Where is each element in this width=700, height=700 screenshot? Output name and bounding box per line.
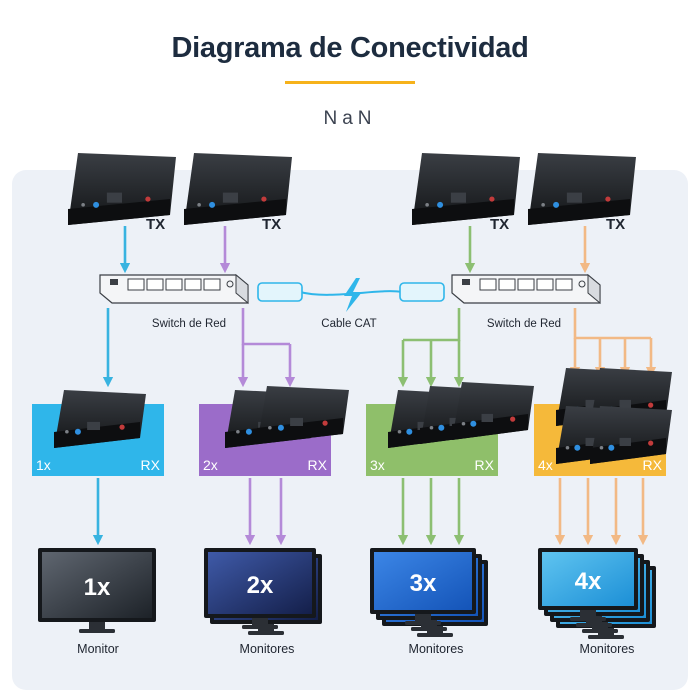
rx-device-2-2	[257, 386, 349, 444]
rx-group-2: 2x RX	[199, 386, 349, 476]
rx-group-3: 3x RX	[366, 382, 534, 476]
monitor-1-1	[38, 548, 156, 633]
monitor-groups: 1xMonitor2xMonitores3xMonitores4xMonitor…	[38, 548, 656, 656]
rx-count-label-3: 3x	[370, 457, 385, 473]
tx-device-3	[412, 153, 520, 225]
rx-label-4: RX	[643, 457, 663, 473]
page-subtitle: NaN	[323, 108, 377, 129]
rx-group-4: 4x RX	[534, 368, 672, 476]
tx-label-1: TX	[146, 216, 165, 233]
tx-device-2	[184, 153, 292, 225]
monitor-screen-label-4: 4x	[575, 568, 602, 595]
rx-group-1: 1x RX	[32, 390, 164, 476]
switch-right	[451, 273, 601, 305]
rx-device-1-1	[54, 390, 146, 448]
rx-count-label-4: 4x	[538, 457, 553, 473]
switches: Switch de Red Switch de Red Cable CAT	[99, 273, 601, 330]
rx-device-3-3	[452, 382, 534, 440]
title-underline	[285, 81, 415, 84]
monitor-screen-label-2: 2x	[247, 572, 274, 599]
tx-label-2: TX	[262, 216, 281, 233]
switch-right-label: Switch de Red	[487, 318, 561, 330]
page-title: Diagrama de Conectividad	[171, 32, 529, 64]
switch-left	[99, 273, 249, 305]
monitor-screen-label-3: 3x	[410, 570, 437, 597]
transmitters: TX TX TX TX	[68, 153, 636, 233]
switch-left-label: Switch de Red	[152, 318, 226, 330]
cat-cable	[257, 278, 445, 312]
monitor-4-4	[538, 548, 638, 621]
rx-label-1: RX	[141, 457, 161, 473]
monitor-label-1: Monitor	[77, 642, 119, 656]
monitor-screen-label-1: 1x	[84, 574, 111, 601]
connection-lines	[92, 226, 657, 546]
cable-label: Cable CAT	[321, 318, 376, 330]
monitor-label-4: Monitores	[580, 642, 635, 656]
receiver-groups: 1x RX 2x RX 3x RX 4x RX	[32, 368, 672, 476]
tx-label-4: TX	[606, 216, 625, 233]
rx-count-label-1: 1x	[36, 457, 51, 473]
rx-label-3: RX	[475, 457, 495, 473]
tx-device-4	[528, 153, 636, 225]
tx-label-3: TX	[490, 216, 509, 233]
monitor-3-3	[370, 548, 476, 625]
rx-device-4-4	[590, 406, 672, 464]
monitor-2-2	[204, 548, 316, 629]
rx-label-2: RX	[308, 457, 328, 473]
rx-count-label-2: 2x	[203, 457, 218, 473]
tx-device-1	[68, 153, 176, 225]
monitor-label-3: Monitores	[409, 642, 464, 656]
monitor-label-2: Monitores	[240, 642, 295, 656]
